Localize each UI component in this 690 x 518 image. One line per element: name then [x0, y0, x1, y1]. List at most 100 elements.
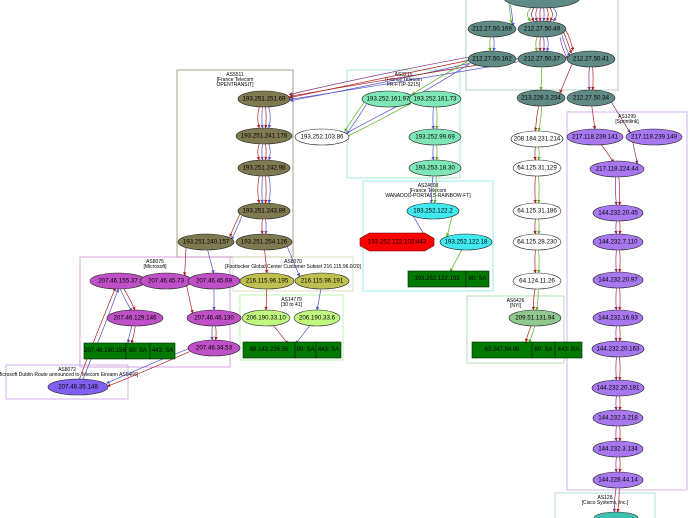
cluster-label: [NYI]: [510, 303, 522, 309]
node-n193_242_98[interactable]: 193.251.242.98: [237, 159, 291, 177]
node-n64_186[interactable]: 64.125.31.186: [512, 202, 562, 220]
node-n193_254_126[interactable]: 193.251.254.126: [235, 233, 293, 251]
node-n64_129[interactable]: 64.125.31.129: [512, 159, 562, 177]
node-n208_214[interactable]: 208.184.231.214: [510, 130, 564, 148]
cluster-border: [466, 295, 565, 364]
cluster-label: AS8075: [146, 259, 164, 265]
edge-n212_49-n212_41: [561, 34, 571, 57]
node-n212_41[interactable]: 212.27.50.41: [566, 50, 616, 68]
edge-n207_148-n207_37: [79, 287, 116, 380]
node-n144_163[interactable]: 144.232.20.163: [591, 340, 645, 358]
cluster-label: AS8072: [58, 367, 76, 373]
node-n193_240_157[interactable]: 193.251.240.157: [177, 233, 235, 251]
cluster-border: [362, 180, 494, 292]
node-n209_94[interactable]: 209.51.131.94: [508, 309, 562, 327]
cluster-label: AS6426: [507, 298, 525, 304]
node-label: 193.253.18.30: [415, 165, 455, 172]
node-n207_73[interactable]: 207.46.45.73: [139, 272, 193, 290]
node-ellipse: [592, 440, 644, 458]
node-n144_97[interactable]: 144.232.20.97: [592, 271, 644, 289]
edge-n_top-n212_49: [542, 7, 546, 22]
edge-n_top-n212_49: [530, 7, 535, 22]
node-n193_122_18[interactable]: 193.252.122.18: [439, 233, 493, 251]
node-n144_45[interactable]: 144.232.20.45: [592, 204, 644, 222]
node-n144_181[interactable]: 144.232.20.181: [591, 379, 645, 397]
octagon-shape: [359, 232, 435, 252]
cluster-label: AS14779: [281, 297, 302, 303]
node-n207_37[interactable]: 207.46.155.37: [89, 272, 147, 290]
node-ellipse: [516, 89, 566, 107]
cluster-label: FR-FTIP-3215]: [387, 82, 421, 88]
port-cell: [315, 341, 342, 359]
edge-n64_230-n64_26: [537, 249, 541, 274]
node-n144_14[interactable]: 144.228.44.14: [592, 471, 644, 489]
edge-n212_41-n212_34: [591, 66, 595, 91]
node-n193_dead[interactable]: 193.252.122.103:443: [359, 232, 435, 252]
node-n206_6[interactable]: 206.190.33.6: [293, 309, 341, 327]
node-n207_146[interactable]: 207.46.129.146: [106, 309, 164, 327]
edge-n144_45-n144_110: [614, 220, 618, 235]
node-label: 193.252.161.97: [366, 96, 410, 103]
cluster-label: [France Telecom: [217, 77, 254, 83]
node-n193_18_30[interactable]: 193.253.18.30: [408, 159, 462, 177]
port-cell-label: 443: SA: [152, 348, 173, 354]
node-n_cisco[interactable]: [593, 511, 639, 518]
edge-n193_243_89-n193_240_157: [229, 213, 241, 238]
edge-n208_214-n64_129: [533, 146, 537, 161]
node-n212_162[interactable]: 212.27.50.162: [467, 50, 517, 68]
node-n216_191[interactable]: 216.115.96.191: [294, 272, 350, 290]
node-n193_103_86[interactable]: 193.252.103.86: [294, 128, 350, 146]
node-n144_134[interactable]: 144.232.3.134: [592, 440, 644, 458]
node-n217_149[interactable]: 217.118.239.149: [625, 128, 683, 146]
node-ellipse: [592, 471, 644, 489]
node-n217_141[interactable]: 217.118.239.141: [566, 128, 624, 146]
node-n193_241_178[interactable]: 193.251.241.178: [235, 127, 293, 145]
node-n193_99_69[interactable]: 193.252.99.69: [408, 128, 462, 146]
node-n212_169[interactable]: 212.27.50.169: [467, 20, 517, 38]
node-ellipse: [293, 309, 341, 327]
node-n213_234[interactable]: 213.228.3.234: [516, 89, 566, 107]
node-n212_37[interactable]: 212.27.50.37: [517, 50, 567, 68]
edge-n_top-n212_49: [546, 7, 550, 22]
node-n144_93[interactable]: 144.232.16.93: [592, 309, 644, 327]
node-n193_243_89[interactable]: 193.251.243.89: [237, 202, 291, 220]
node-n206_10[interactable]: 206.190.33.10: [241, 309, 291, 327]
edge-n_top-n212_49: [552, 7, 557, 22]
node-n144_110[interactable]: 144.232.7.110: [592, 233, 644, 251]
port-cell-label: 63.247.94.98: [484, 347, 520, 353]
node-n64_26[interactable]: 64.124.11.26: [512, 272, 562, 290]
node-n_top[interactable]: [504, 0, 580, 9]
node-label: 212.27.50.34: [573, 95, 610, 102]
cluster-label: [Sprintlink]: [615, 119, 639, 125]
node-n207_148[interactable]: 207.46.35.148: [47, 378, 109, 396]
node-ellipse: [408, 90, 462, 108]
node-n64_230[interactable]: 64.125.28.230: [512, 233, 562, 251]
node-n207_53[interactable]: 207.46.34.53: [187, 339, 241, 357]
edge-n193_99_69-n193_18_30: [431, 144, 435, 161]
node-n207_130[interactable]: 207.46.46.130: [186, 309, 242, 327]
node-n193_251_69[interactable]: 193.251.251.69: [237, 90, 291, 108]
node-ellipse: [592, 204, 644, 222]
edge-n_top-n212_169: [510, 4, 515, 27]
node-n216_195[interactable]: 216.115.96.195: [239, 272, 295, 290]
edge-n193_241_178-n193_242_98: [260, 143, 264, 161]
port-cell-label: 443: SA: [318, 347, 339, 353]
edge-n144_181-n144_218: [614, 395, 618, 411]
node-n144_218[interactable]: 144.232.3.218: [592, 409, 644, 427]
cluster-as14779: AS14779[30 to 41]: [239, 294, 344, 361]
node-n193_161_73[interactable]: 193.252.161.73: [408, 90, 462, 108]
node-label: 193.251.240.157: [183, 239, 230, 246]
node-ellipse: [591, 340, 645, 358]
edge-n217_141-n217_44: [600, 143, 615, 163]
node-n207_69[interactable]: 207.46.45.69: [187, 272, 241, 290]
node-label: 144.232.3.134: [598, 446, 638, 453]
edge-n64_230-n64_26: [533, 249, 537, 274]
node-n193_161_97[interactable]: 193.252.161.97: [361, 90, 415, 108]
node-n217_44[interactable]: 217.118.224.44: [589, 160, 645, 178]
node-n193_122_2[interactable]: 193.252.122.2: [406, 202, 460, 220]
node-label: 207.46.45.73: [148, 278, 185, 285]
edge-n216_191-n206_6: [315, 288, 322, 311]
node-n212_34[interactable]: 212.27.50.34: [566, 89, 616, 107]
node-n212_49[interactable]: 212.27.50.49: [517, 20, 567, 38]
